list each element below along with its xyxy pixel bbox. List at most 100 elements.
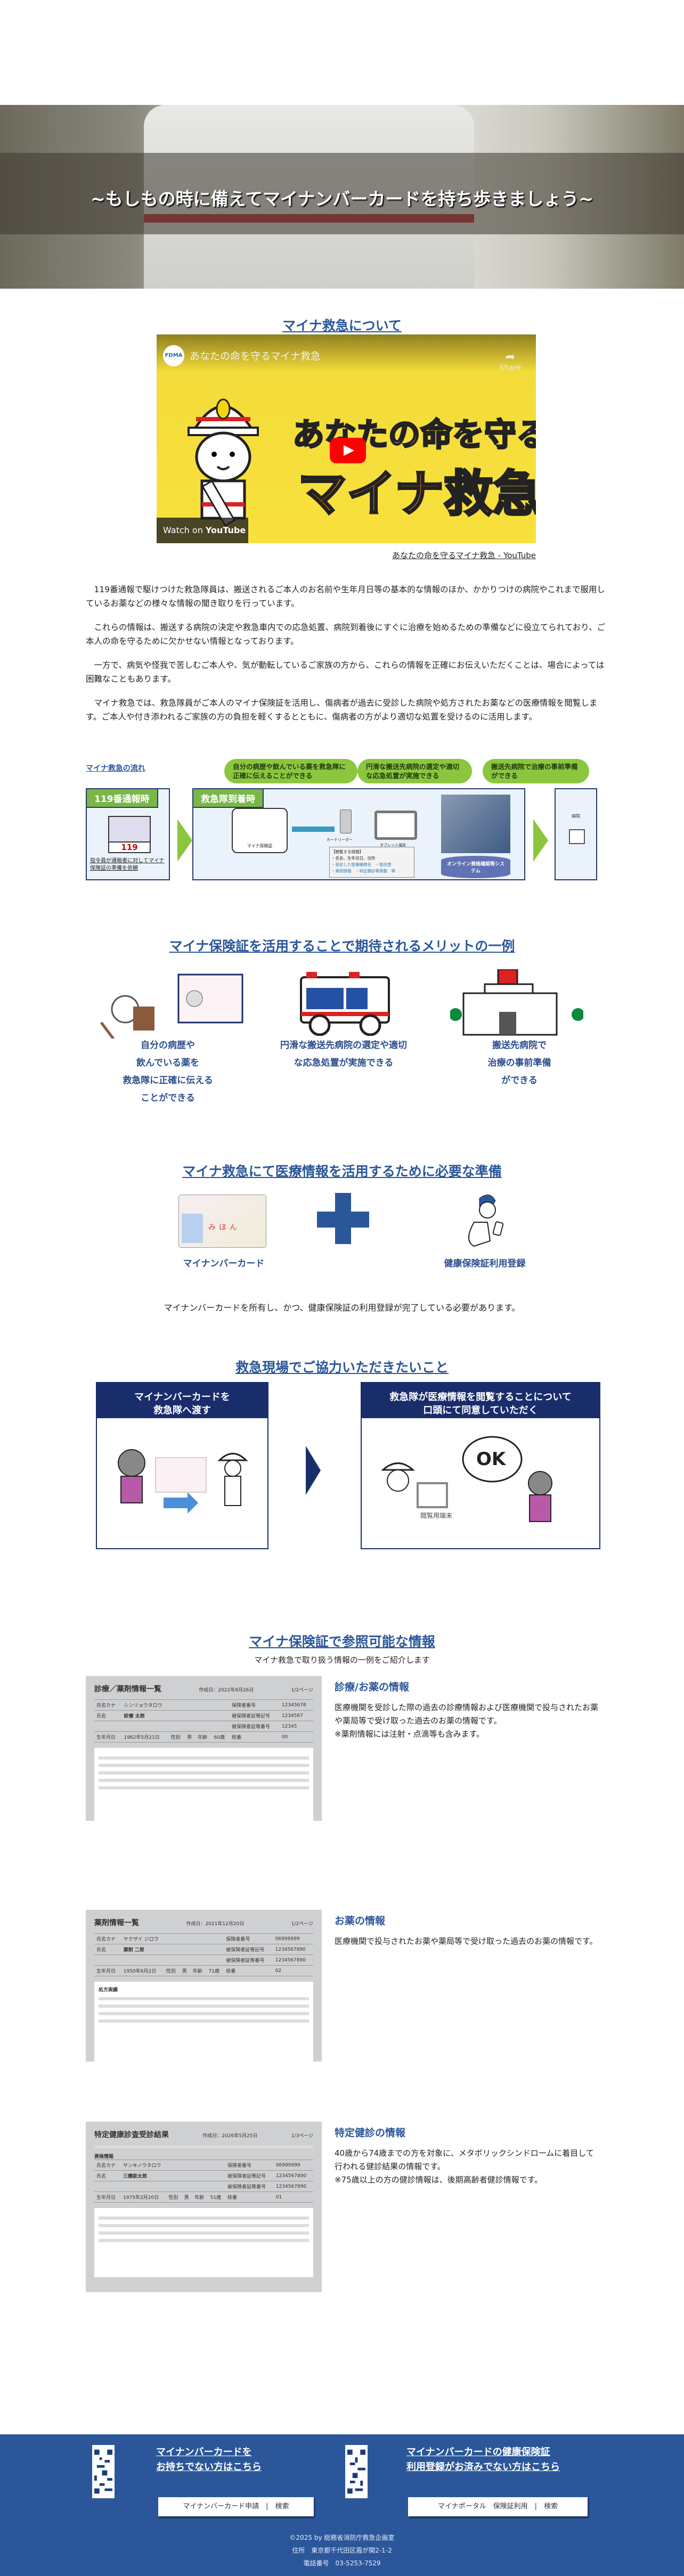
ambulance-icon (300, 972, 390, 1036)
info-item-title: 診療/お薬の情報 (335, 1681, 409, 1693)
doc-value: 男 (182, 2191, 193, 2203)
doc-value: 1962年5月21日 (121, 1731, 169, 1743)
about-paragraph: マイナ救急では、救急隊員がご本人のマイナ保険証を活用し、傷病者が過去に受診した病… (86, 698, 598, 722)
step-title-line: 救急隊が医療情報を閲覧することについて (389, 1392, 572, 1403)
merit-item: 搬送先病院で治療の事前準備ができる (439, 1037, 599, 1090)
info-line: ・薬剤情報 ・特定健診等情報 等 (331, 869, 395, 873)
doc-label: 氏名カナ (94, 1699, 122, 1711)
merit-line: ができる (501, 1075, 538, 1086)
qr-code-icon[interactable] (92, 2445, 115, 2498)
thumbnail-headline: あなたの命を守る (292, 416, 536, 455)
doc-value: 71歳 (206, 1965, 224, 1976)
doc-label: 被保険者証等番号 (229, 1721, 280, 1732)
info-item-body: 医療機関で投与されたお薬や薬局等で受け取った過去のお薬の情報です。 (335, 1936, 598, 1946)
info-item-text: お薬の情報 医療機関で投与されたお薬や薬局等で受け取った過去のお薬の情報です。 (335, 1913, 601, 1948)
prep-note: マイナンバーカードを所有し、かつ、健康保険証の利用登録が完了している必要がありま… (164, 1303, 520, 1313)
doc-title: 診療／薬剤情報一覧 (94, 1685, 161, 1694)
terminal-label: 閲覧用端末 (420, 1512, 453, 1519)
doc-label: 氏名カナ (94, 1933, 121, 1944)
doc-label: 被保険者証等記号 (229, 1710, 280, 1721)
share-button[interactable]: ➦Share (500, 350, 521, 372)
flow-bubble: 円滑な搬送先病院の選定や適切な応急処置が実施できる (357, 759, 472, 783)
doc-date: 作成日：2026年5月25日 (202, 2133, 258, 2139)
flow-arrow-icon (177, 819, 192, 862)
doc-body (94, 1748, 313, 1828)
stage-hospital: 病院 (555, 788, 597, 880)
phone: 電話番号 03-5253-7529 (303, 2559, 381, 2567)
youtube-caption-link[interactable]: あなたの命を守るマイナ救急 - YouTube (392, 551, 536, 560)
mascot-illustration (188, 398, 259, 526)
verbal-consent-illustration (381, 1436, 552, 1522)
doc-label: 年齢 (196, 1731, 212, 1743)
doc-label: 年齢 (192, 2191, 208, 2203)
prep-item-label: 健康保険証利用登録 (444, 1258, 526, 1269)
info-item-note: ※薬剤情報には注射・点滴等も含みます。 (335, 1729, 485, 1739)
paramedic-photo (441, 795, 510, 853)
arrow-icon (292, 827, 335, 832)
flow-title: マイナ救急の流れ (86, 764, 145, 773)
doc-value: 02 (273, 1965, 313, 1976)
health-insurance-registration-link[interactable]: マイナンバーカードの健康保険証利用登録がお済みでない方はこちら (406, 2445, 560, 2475)
doc-label: 氏名 (94, 1710, 122, 1721)
video-title[interactable]: あなたの命を守るマイナ救急 (190, 350, 321, 362)
qr-pattern (94, 2449, 112, 2494)
address: 住所 東京都千代田区霞が関2-1-2 (292, 2547, 392, 2554)
doc-value: 薬剤 二郎 (123, 1948, 144, 1953)
no-my-number-card-link[interactable]: マイナンバーカードをお持ちでない方はこちら (156, 2445, 262, 2475)
merits-heading: マイナ保険証を活用することで期待されるメリットの一例 (169, 938, 515, 954)
reader-label: カードリーダー (327, 838, 353, 842)
card-label: マイナ保険証 (247, 844, 273, 848)
doc-label: 氏名 (94, 2170, 121, 2181)
card-photo (182, 1214, 203, 1243)
doc-label: 被保険者証等番号 (225, 2181, 274, 2192)
merit-line: ことができる (141, 1093, 195, 1103)
doc-label: 保険者番号 (224, 1933, 273, 1944)
doc-label: 保険者番号 (225, 2160, 274, 2171)
doc-value: 1234567890 (273, 2170, 313, 2181)
link-line: 利用登録がお済みでない方はこちら (406, 2461, 560, 2473)
info-item-text: 特定健診の情報 40歳から74歳までの方を対象に、メタボリックシンドロームに着目… (335, 2125, 601, 2187)
doc-label: 枝番 (224, 1965, 273, 1976)
info-title: 【閲覧する情報】 (331, 849, 363, 854)
about-paragraph: これらの情報は、搬送する病院の決定や救急車内での応急処置、病院到着後にすぐに治療… (86, 623, 606, 646)
merit-line: 円滑な搬送先病院の選定や適切 (280, 1040, 407, 1051)
link-line: マイナンバーカードの健康保険証 (406, 2447, 550, 2458)
doc-value: 60歳 (211, 1731, 230, 1743)
watch-on-youtube-button[interactable]: Watch on YouTube (157, 518, 248, 543)
dispatcher-illustration: 119 (108, 816, 151, 853)
dispatch-number: 119 (109, 841, 150, 852)
doc-title: 薬剤情報一覧 (94, 1919, 139, 1927)
stage-label: 119番通報時 (87, 789, 158, 808)
doc-label: 被保険者証等記号 (224, 1944, 273, 1955)
doc-value: ヤクザイ ジロウ (121, 1933, 224, 1944)
about-paragraph: 119番通報で駆けつけた救急隊員は、搬送されるご本人のお名前や生年月日等の基本的… (86, 585, 605, 608)
flow-bubble: 搬送先病院で治療の事前準備ができる (483, 759, 589, 783)
cooperation-step-2: 救急隊が医療情報を閲覧することについて口頭にて同意していただく OK 閲覧用端末 (361, 1382, 600, 1549)
merit-line: 自分の病歴や (141, 1040, 195, 1051)
info-item-note: ※75歳以上の方の健診情報は、後期高齢者健診情報です。 (335, 2175, 543, 2185)
doc-value: 06999999 (273, 2160, 313, 2171)
channel-logo[interactable]: FDMA (163, 345, 184, 366)
qr-code-icon[interactable] (345, 2445, 368, 2498)
plus-icon-vertical (335, 1193, 351, 1244)
stage-label: 救急隊到着時 (193, 789, 264, 808)
cooperation-step-1: マイナンバーカードを救急隊へ渡す (96, 1382, 268, 1549)
doc-value: 51歳 (208, 2191, 225, 2203)
youtube-video-embed[interactable]: FDMA あなたの命を守るマイナ救急 ➦Share あなたの命を守る マイナ救急… (157, 334, 536, 543)
youtube-logo: YouTube (205, 525, 246, 535)
info-heading: マイナ保険証で参照可能な情報 (249, 1634, 435, 1649)
sample-stamp: みほん (208, 1223, 240, 1232)
doc-value: 12345 (279, 1721, 313, 1732)
doc-body: 処方実績 (94, 1982, 313, 2062)
doc-value: 1234567890 (273, 1944, 313, 1955)
play-button-icon[interactable] (330, 438, 366, 463)
search-myna-portal-button[interactable]: マイナポータル 保険証利用 | 検索 (408, 2497, 588, 2516)
search-my-number-application-button[interactable]: マイナンバーカード申請 | 検索 (158, 2497, 314, 2516)
merit-line: 搬送先病院で (492, 1040, 547, 1051)
doc-label: 生年月日 (94, 1731, 122, 1743)
doc-value: 男 (185, 1731, 196, 1743)
doc-value: 00 (279, 1731, 313, 1743)
